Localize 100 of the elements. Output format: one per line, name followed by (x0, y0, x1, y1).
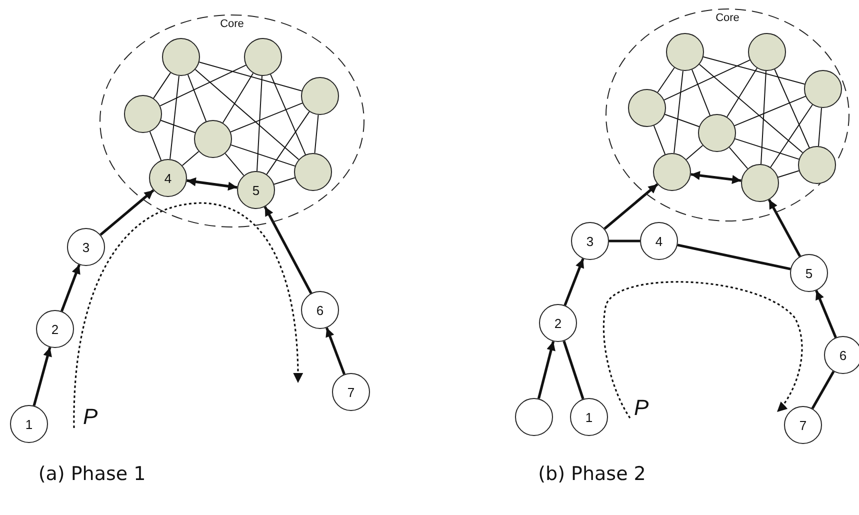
link-line (194, 68, 300, 160)
link-line (677, 244, 791, 270)
node-number: 6 (316, 304, 324, 316)
path-label: P (83, 404, 98, 430)
core-region (605, 8, 850, 222)
link-line (187, 74, 207, 122)
node-number: 7 (799, 418, 807, 432)
arrow (100, 189, 154, 236)
link-line (691, 69, 711, 116)
peer-circle (790, 254, 828, 292)
link-line (702, 56, 806, 85)
arrow (815, 290, 837, 338)
core-peer-circle (748, 33, 786, 71)
arrow (60, 264, 80, 312)
peer-circle (301, 291, 339, 329)
core-peer-circle (741, 164, 779, 202)
link-line (664, 60, 750, 100)
peer-circle (36, 310, 74, 348)
core-peer-circle (798, 146, 836, 184)
arrow (32, 346, 52, 406)
arrow (326, 327, 346, 375)
arrow (690, 171, 742, 184)
core-peer-circle (804, 70, 842, 108)
arrow (537, 341, 556, 399)
core-peer-circle (628, 89, 666, 127)
link-line (657, 67, 675, 93)
link-line (778, 170, 800, 178)
node-number: 7 (347, 386, 355, 398)
node-number: 5 (252, 184, 260, 196)
link-line (270, 74, 306, 156)
link-line (222, 72, 254, 124)
region-title: Core (219, 18, 245, 30)
peer-circle (824, 336, 859, 374)
core-peer-circle (698, 114, 736, 152)
arrow (186, 177, 238, 191)
core-region (99, 14, 365, 228)
link-line (266, 111, 310, 175)
core-peer-circle (666, 33, 704, 71)
arrow (564, 258, 584, 306)
core-peer-circle (301, 77, 339, 115)
link-line (198, 62, 302, 92)
link-line (230, 102, 303, 132)
link-line (811, 370, 835, 410)
link-line (734, 96, 806, 126)
peer-circle (570, 398, 608, 436)
node-number: 1 (585, 410, 593, 424)
panel-caption: (b) Phase 2 (538, 463, 646, 485)
link-line (314, 114, 319, 154)
arrow (768, 199, 802, 257)
arrow (604, 183, 658, 230)
node-number: 4 (655, 234, 663, 248)
peer-circle (332, 373, 370, 411)
link-line (149, 131, 162, 161)
link-line (160, 64, 246, 106)
core-peer-circle (237, 171, 275, 209)
link-line (726, 68, 758, 118)
link-line (182, 150, 200, 166)
link-line (224, 153, 244, 176)
panel-caption: (a) Phase 1 (38, 463, 146, 485)
link-line (728, 146, 748, 170)
core-peer-circle (244, 38, 282, 76)
core-peer-circle (294, 153, 332, 191)
core-peer-circle (162, 38, 200, 76)
link-line (674, 70, 684, 154)
link-line (274, 177, 296, 185)
core-peer-circle (194, 120, 232, 158)
link-line (160, 120, 196, 134)
link-line (818, 107, 822, 147)
arrow (264, 206, 312, 294)
peer-circle (515, 398, 553, 436)
link-line (770, 104, 813, 168)
link-line (664, 114, 700, 128)
link-line (609, 240, 640, 242)
link-line (230, 144, 296, 167)
link-line (170, 75, 180, 160)
region-title: Core (714, 12, 740, 24)
link-line (698, 64, 804, 154)
link-line (562, 340, 584, 400)
link-line (734, 138, 800, 160)
node-number: 2 (554, 316, 562, 330)
peer-circle (784, 406, 822, 444)
node-number: 3 (586, 234, 594, 248)
core-peer-circle (124, 95, 162, 133)
peer-circle (539, 304, 577, 342)
link-line (653, 125, 666, 155)
node-number: 2 (51, 322, 59, 336)
peer-circle (10, 405, 48, 443)
link-line (760, 70, 766, 165)
path-label: P (634, 395, 649, 421)
node-number: 4 (164, 172, 172, 184)
node-number: 5 (805, 266, 813, 280)
peer-circle (67, 228, 105, 266)
link-line (774, 68, 810, 148)
link-line (256, 75, 262, 172)
peer-circle (640, 222, 678, 260)
link-line (153, 72, 171, 99)
node-number: 6 (839, 348, 847, 362)
peer-circle (571, 222, 609, 260)
link-line (686, 144, 704, 160)
node-number: 1 (25, 418, 33, 430)
